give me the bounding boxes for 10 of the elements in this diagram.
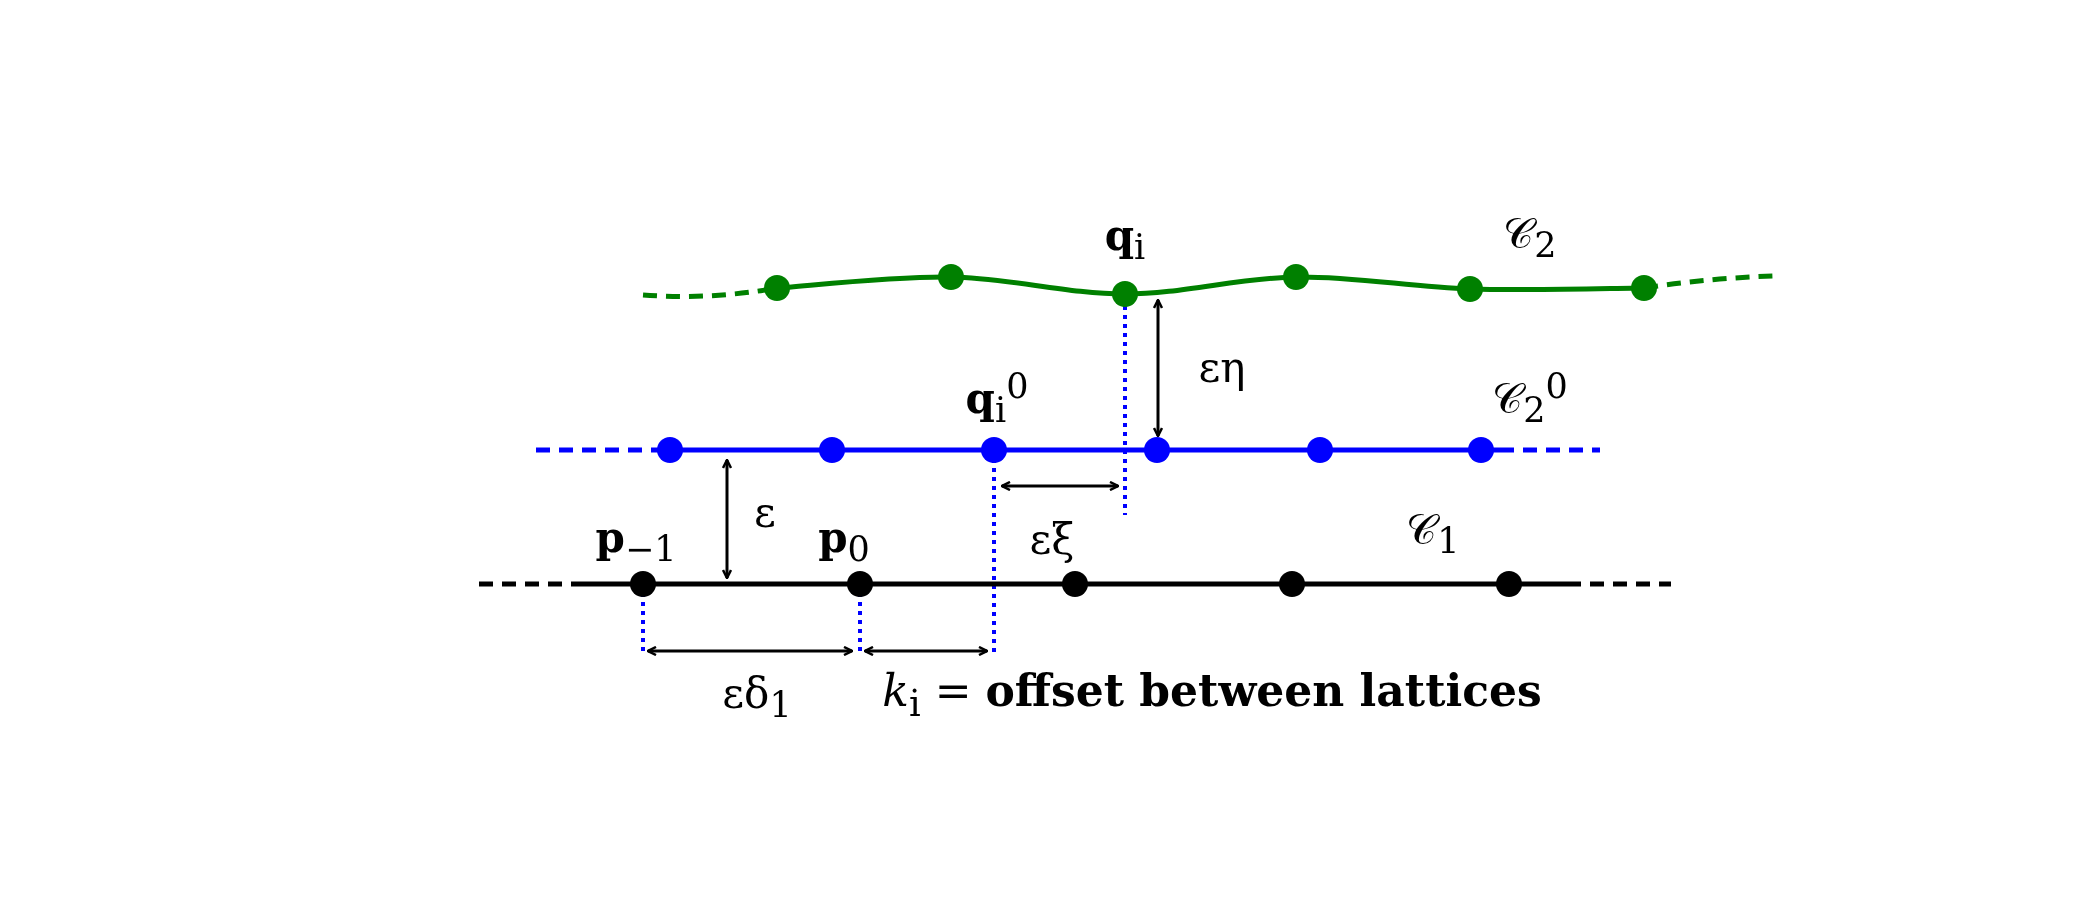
distance-label: εη	[1198, 344, 1246, 392]
distance-label: ε	[754, 489, 776, 537]
curve-label: 𝒞$_{1}$	[1406, 507, 1460, 561]
distance-label: εδ$_{1}$	[722, 671, 792, 725]
offset-label: k$_{i}$ = offset between lattices	[882, 667, 1542, 725]
point-label: q$_{i}$	[1104, 213, 1146, 267]
distance-label: p$_{−1}$	[595, 515, 677, 569]
curve-label: 𝒞$_{2}$	[1503, 211, 1557, 265]
point-label: εξ	[1029, 516, 1075, 564]
point-label: p$_{0}$	[818, 515, 870, 569]
